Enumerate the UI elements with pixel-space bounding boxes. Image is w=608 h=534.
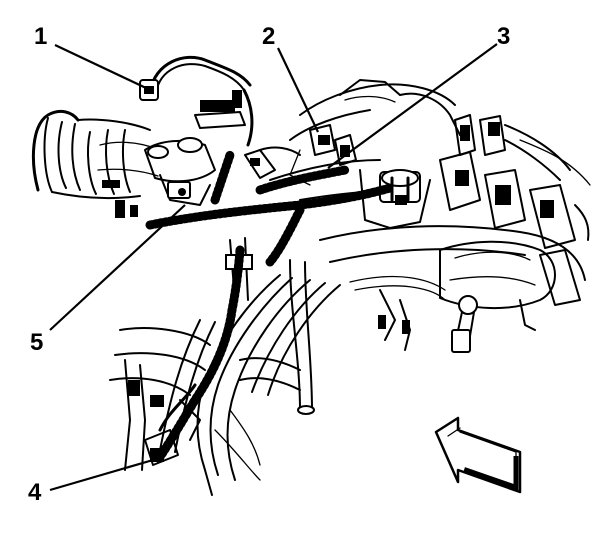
fluid-lines <box>159 237 446 481</box>
leader-lines <box>49 43 498 492</box>
leader-3 <box>327 43 498 169</box>
forward-arrow-icon <box>434 416 522 494</box>
callout-2: 2 <box>262 23 275 50</box>
leader-1 <box>54 44 147 89</box>
callout-1: 1 <box>34 23 47 50</box>
callout-5: 5 <box>30 329 43 356</box>
connector-1-cable <box>139 55 254 147</box>
right-components <box>439 114 591 249</box>
lower-left-structure <box>109 327 301 496</box>
leader-5 <box>49 204 186 331</box>
callout-3: 3 <box>497 23 510 50</box>
intake-manifold <box>319 225 586 353</box>
engine-block <box>244 79 461 229</box>
air-intake-duct <box>31 109 161 218</box>
callout-4: 4 <box>28 479 42 506</box>
leader-2 <box>277 47 319 133</box>
wiring-harness <box>145 150 395 465</box>
throttle-body <box>144 137 216 206</box>
callout-labels: 1 2 3 5 4 <box>28 23 510 506</box>
leader-4 <box>49 458 154 492</box>
